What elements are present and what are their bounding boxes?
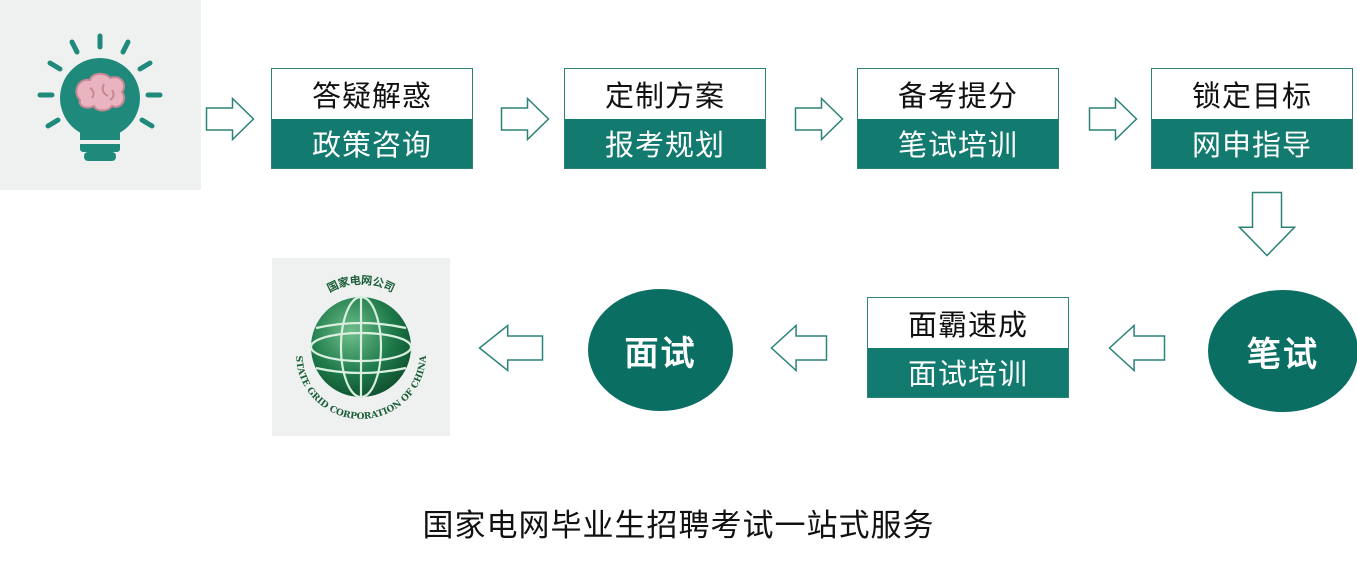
arrow-left-icon [478,324,544,372]
arrow-down-icon [1238,191,1296,257]
step-subtitle: 面试培训 [868,347,1068,397]
step-subtitle: 笔试培训 [858,118,1058,168]
page-caption: 国家电网毕业生招聘考试一站式服务 [422,508,935,544]
interview-oval: 面试 [588,289,733,411]
step-box-target: 锁定目标 网申指导 [1151,68,1353,169]
step-box-plan: 定制方案 报考规划 [564,68,766,169]
logo-chinese-text: 国家电网公司 [325,273,397,295]
arrow-left-icon [1108,324,1166,372]
step-box-interview-training: 面霸速成 面试培训 [867,297,1069,398]
written-exam-oval: 笔试 [1208,290,1357,412]
step-subtitle: 网申指导 [1152,118,1352,168]
step-title: 锁定目标 [1152,69,1352,119]
step-box-qa: 答疑解惑 政策咨询 [271,68,473,169]
step-title: 备考提分 [858,69,1058,119]
step-title: 定制方案 [565,69,765,119]
step-subtitle: 政策咨询 [272,118,472,168]
arrow-right-icon [794,97,844,141]
arrow-right-icon [1088,97,1138,141]
arrow-right-icon [205,97,255,141]
step-title: 答疑解惑 [272,69,472,119]
arrow-left-icon [770,324,828,372]
arrow-right-icon [500,97,550,141]
state-grid-logo: 国家电网公司 STATE GRID CORPORATION OF CHINA [272,258,450,436]
step-subtitle: 报考规划 [565,118,765,168]
globe-logo-icon: 国家电网公司 STATE GRID CORPORATION OF CHINA [293,273,429,422]
idea-icon-panel [0,0,201,190]
step-box-prep: 备考提分 笔试培训 [857,68,1059,169]
lightbulb-brain-icon [37,33,163,161]
step-title: 面霸速成 [868,298,1068,348]
